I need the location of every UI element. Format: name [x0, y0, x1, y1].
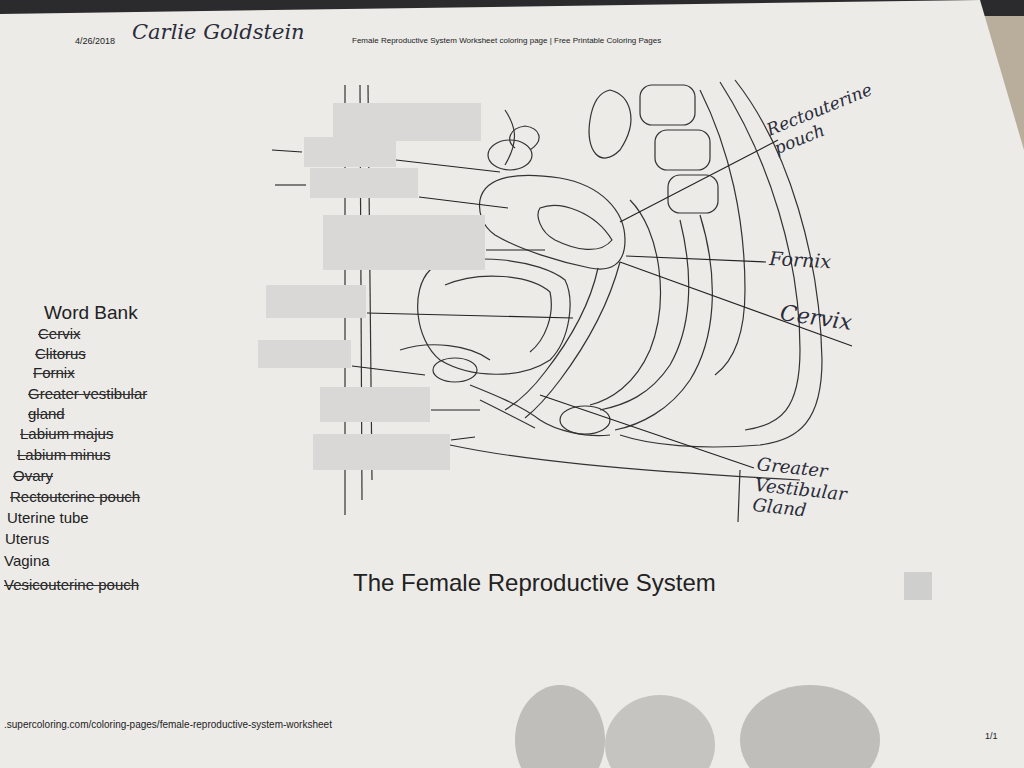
date: 4/26/2018 [75, 36, 115, 46]
page-number: 1/1 [985, 731, 998, 741]
page-header: Female Reproductive System Worksheet col… [352, 36, 661, 45]
word-bank-item: Vesicouterine pouch [4, 576, 139, 593]
word-bank-heading: Word Bank [44, 302, 138, 324]
footer-url: .supercoloring.com/coloring-pages/female… [4, 719, 332, 731]
word-bank-item: Uterus [5, 530, 49, 547]
handwritten-label: Cervix [778, 300, 853, 335]
handwritten-label: Fornix [769, 248, 832, 273]
word-bank-item: Labium minus [17, 446, 110, 463]
shadow [515, 685, 605, 768]
word-bank-item: Cervix [38, 325, 81, 342]
leader-line [272, 140, 852, 468]
shadow [740, 685, 880, 768]
shadow [605, 695, 715, 768]
handwritten-label: Greater Vestibular Gland [752, 454, 878, 528]
student-name: Carlie Goldstein [132, 20, 305, 44]
word-bank-item: Ovary [13, 467, 53, 484]
word-bank-item: Uterine tube [7, 509, 89, 526]
redacted-label [258, 103, 485, 470]
word-bank-item: Fornix [33, 364, 75, 381]
qr-mark [904, 572, 932, 600]
word-bank-item: Labium majus [20, 425, 113, 442]
word-bank-item: Rectouterine pouch [10, 488, 140, 505]
word-bank-item: Vagina [4, 552, 50, 569]
diagram-title: The Female Reproductive System [353, 569, 716, 597]
word-bank-item: Clitorus [35, 345, 86, 362]
handwritten-label: Rectouterine pouch [764, 73, 899, 158]
word-bank-item: Greater vestibular gland [28, 384, 178, 423]
